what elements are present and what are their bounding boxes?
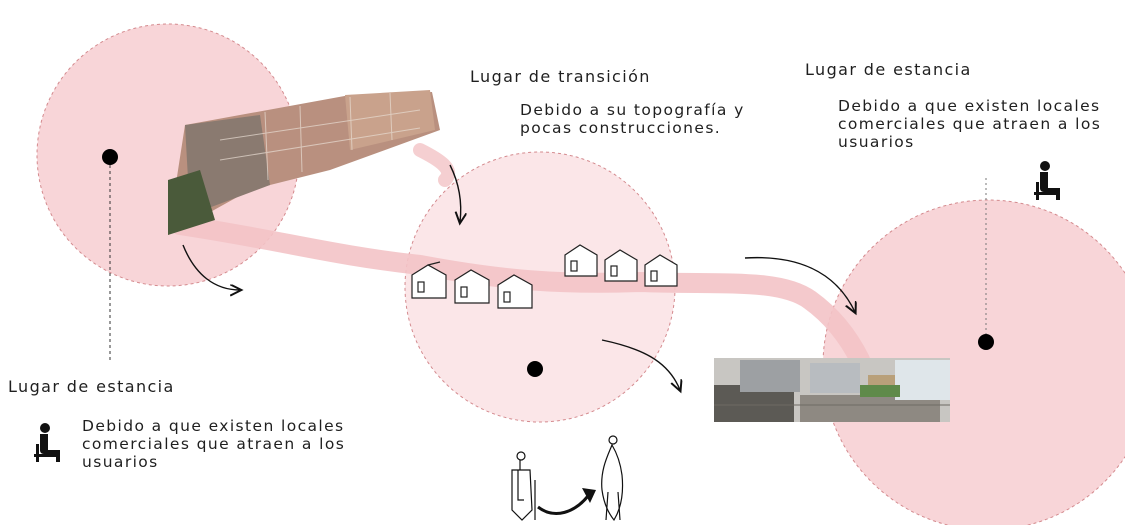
movement-arrow (537, 495, 590, 515)
zone-left-title: Lugar de estancia (8, 377, 175, 396)
zone-dot-right (978, 334, 994, 350)
arrow-left-to-path (182, 244, 240, 290)
building-photo-right (714, 358, 950, 422)
zone-middle-description: Debido a su topografía y pocas construcc… (520, 101, 745, 137)
zone-dot-left (102, 149, 118, 165)
zone-right-description: Debido a que existen locales comerciales… (838, 97, 1102, 151)
zone-dot-middle (527, 361, 543, 377)
connecting-path (170, 215, 870, 370)
arrow-to-right-zone (744, 256, 855, 312)
zone-right-title: Lugar de estancia (805, 60, 972, 79)
house-sketches (411, 244, 678, 309)
arrow-middle-to-right (601, 339, 680, 390)
arrow-middle-down (449, 164, 461, 222)
walking-figures-sketch (511, 435, 624, 522)
building-photo-left (168, 90, 440, 235)
movement-arrowhead (582, 488, 596, 503)
zone-left-description: Debido a que existen locales comerciales… (82, 417, 346, 471)
seated-person-icon (34, 423, 60, 462)
connecting-path-upper (413, 143, 456, 187)
zone-middle-title: Lugar de transición (470, 67, 651, 86)
seated-person-icon (1034, 161, 1060, 200)
